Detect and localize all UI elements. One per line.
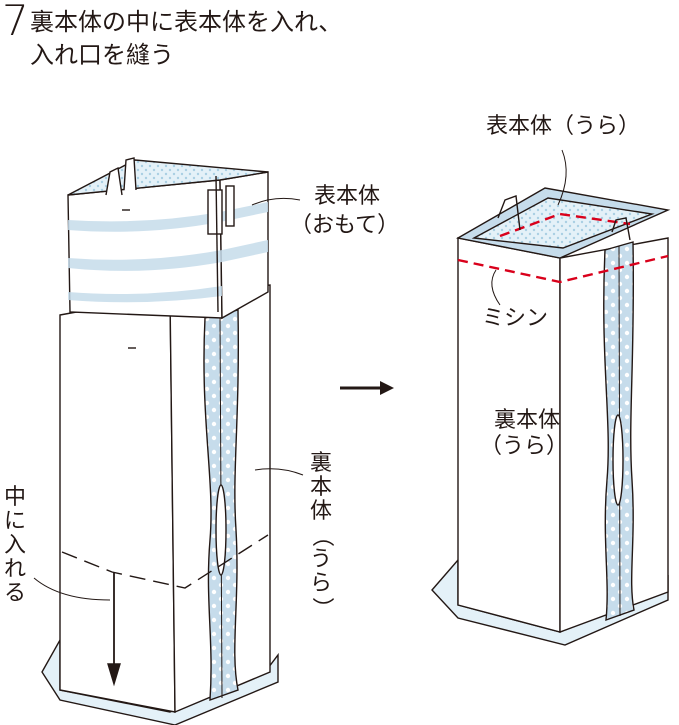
left-insert-fold-line — [61, 534, 269, 589]
lining-label-line-1: 裏本体 — [494, 408, 561, 433]
step-instruction-line-1: 裏本体の中に表本体を入れ、 — [30, 8, 343, 36]
lining-reverse-char-2: 本 — [309, 475, 332, 500]
right-sewing-line — [457, 254, 669, 284]
lining-reverse-char-7: ） — [309, 596, 334, 619]
lining-reverse-char-6: ら — [309, 571, 332, 596]
step-instruction-line-2: 入れ口を縫う — [30, 41, 174, 69]
insert-char-5: る — [3, 581, 26, 606]
left-insert-arrow-head — [107, 663, 121, 687]
left-lining-front — [59, 294, 176, 713]
outer-face-label: 表本体 — [314, 184, 380, 210]
step-instruction: 裏本体の中に表本体を入れ、 入れ口を縫う — [30, 6, 470, 72]
step-number: 7 — [2, 0, 29, 45]
lining-reverse-char-5: う — [309, 547, 332, 572]
lining-reverse-char-4: （ — [309, 524, 334, 547]
lining-reverse-char-3: 体 — [309, 499, 332, 524]
transition-arrow — [340, 381, 394, 395]
outer-face-label-line-2: （おもて） — [290, 213, 400, 238]
left-outer-stripes — [68, 202, 268, 303]
left-lining-opening — [215, 484, 227, 576]
left-handle-tab — [207, 189, 223, 235]
right-lining-opening — [612, 414, 624, 506]
insert-label: 中 に 入 れ る — [2, 486, 28, 606]
outer-face-label-line-1: 表本体 — [314, 184, 381, 209]
insert-char-1: 中 — [3, 485, 26, 510]
lining-label-line-2: （うら） — [480, 434, 569, 459]
insert-char-4: れ — [3, 557, 26, 582]
outer-face-label-sub: （おもて） — [290, 213, 399, 239]
right-bag-figure — [431, 149, 671, 646]
insert-char-3: 入 — [3, 533, 26, 558]
left-bag-figure — [33, 157, 304, 725]
insert-char-2: に — [3, 509, 26, 534]
lining-label: 裏本体 （うら） — [480, 408, 568, 460]
sewing-label: ミシン — [482, 306, 549, 331]
right-top-opening — [471, 197, 655, 249]
outer-reverse-label: 表本体（うら） — [486, 114, 641, 139]
lining-reverse-char-1: 裏 — [309, 451, 332, 476]
lining-reverse-label: 裏 本 体 （ う ら ） — [308, 452, 334, 620]
